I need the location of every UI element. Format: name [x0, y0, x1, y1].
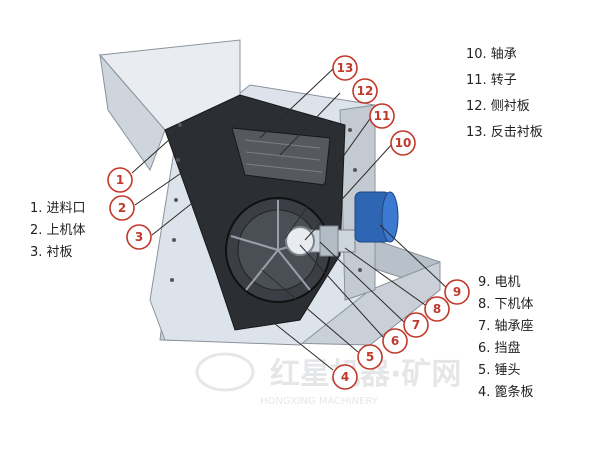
legend-item-3: 3. 衬板	[30, 245, 73, 260]
callout-3: 3	[126, 224, 152, 250]
callout-7: 7	[403, 312, 429, 338]
callout-2: 2	[109, 195, 135, 221]
feed-hopper-side	[99, 53, 166, 172]
svg-text:11: 11	[374, 109, 391, 123]
watermark: 红星机器·矿网 HONGXING MACHINERY	[195, 352, 461, 407]
legend-item-6: 6. 挡盘	[478, 340, 521, 356]
callout-11: 11	[369, 103, 395, 129]
watermark-logo	[195, 352, 255, 392]
svg-text:9: 9	[453, 285, 461, 299]
callout-12: 12	[352, 78, 378, 104]
legend-bottom-right: 9. 电机 8. 下机体 7. 轴承座 6. 挡盘 5. 锤头 4. 篦条板	[478, 275, 534, 400]
bearing-block	[319, 225, 339, 257]
legend-item-9: 9. 电机	[478, 275, 521, 290]
svg-text:3: 3	[135, 230, 143, 244]
svg-text:8: 8	[433, 302, 441, 316]
svg-text:6: 6	[391, 334, 399, 348]
legend-item-5: 5. 锤头	[478, 363, 521, 378]
callout-markers: 1 2 3 4 5 6 7 8	[107, 55, 470, 390]
legend-item-1: 1. 进料口	[30, 201, 86, 216]
legend-item-10: 10. 轴承	[466, 47, 517, 62]
legend-item-12: 12. 侧衬板	[466, 99, 530, 114]
watermark-sub: HONGXING MACHINERY	[260, 396, 379, 407]
svg-text:7: 7	[412, 318, 420, 332]
legend-top-right: 10. 轴承 11. 转子 12. 侧衬板 13. 反击衬板	[466, 47, 543, 140]
callout-9: 9	[444, 279, 470, 305]
legend-item-13: 13. 反击衬板	[466, 125, 543, 140]
svg-text:10: 10	[395, 136, 412, 150]
callout-5: 5	[357, 344, 383, 370]
bolt-dots	[170, 123, 362, 282]
svg-text:2: 2	[118, 201, 126, 215]
callout-13: 13	[332, 55, 358, 81]
callout-6: 6	[382, 328, 408, 354]
crusher-illustration	[98, 39, 441, 346]
svg-text:1: 1	[116, 173, 124, 187]
legend-item-4: 4. 篦条板	[478, 384, 534, 400]
svg-text:13: 13	[337, 61, 354, 75]
motor-end	[381, 191, 399, 243]
svg-text:5: 5	[366, 350, 374, 364]
bearing	[285, 226, 315, 256]
legend-item-7: 7. 轴承座	[478, 319, 534, 334]
legend-left: 1. 进料口 2. 上机体 3. 衬板	[30, 201, 86, 260]
svg-text:12: 12	[357, 84, 374, 98]
callout-1: 1	[107, 167, 133, 193]
legend-item-2: 2. 上机体	[30, 223, 86, 238]
legend-item-11: 11. 转子	[466, 73, 517, 88]
svg-text:4: 4	[341, 370, 349, 384]
legend-item-8: 8. 下机体	[478, 297, 534, 312]
leader-lines	[131, 67, 450, 371]
callout-8: 8	[424, 296, 450, 322]
liner-ridges	[244, 139, 323, 173]
callout-10: 10	[390, 130, 416, 156]
callout-4: 4	[332, 364, 358, 390]
